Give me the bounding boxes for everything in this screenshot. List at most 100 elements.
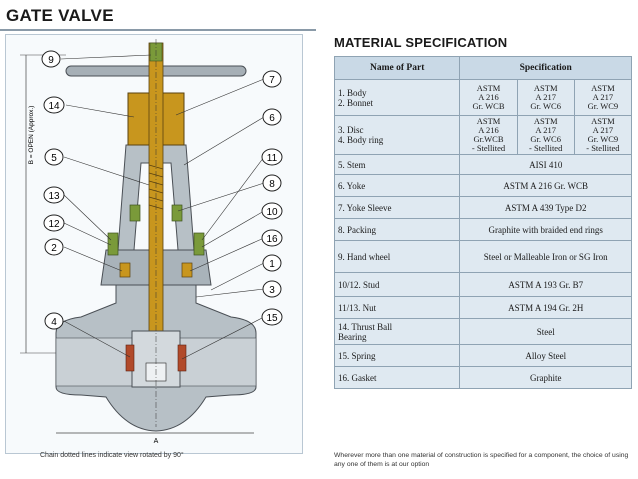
spec-line: Gr. WC6 [530,134,561,144]
spec-line: A 216 [478,125,499,135]
table-row: 11/13. Nut ASTM A 194 Gr. 2H [333,296,632,319]
part-name-cell: 8. Packing [333,218,461,241]
bonnet-stud-left [107,232,119,256]
callout-1: 1 [262,254,282,272]
spec-cell: ASTM A 439 Type D2 [459,196,632,219]
spec-line: ASTM [533,83,558,93]
spec-line: A 216 [478,92,499,102]
part-name-line: 7. Yoke Sleeve [338,202,392,213]
drawing-footnote: Chain dotted lines indicate view rotated… [40,452,184,459]
callout-6: 6 [262,108,282,126]
svg-text:6: 6 [269,113,275,124]
table-row: 7. Yoke Sleeve ASTM A 439 Type D2 [333,196,632,219]
callout-12: 12 [43,214,65,232]
gasket-right [181,262,193,278]
gasket-left [119,262,131,278]
spec-title: MATERIAL SPECIFICATION [334,35,508,50]
spec-cell: Graphite with braided end rings [459,218,632,241]
part-name-line: 1. Body [338,87,367,98]
svg-text:2: 2 [51,243,57,254]
spec-line: A 217 [535,92,556,102]
part-name-cell: 9. Hand wheel [333,240,461,273]
part-name-line: 6. Yoke [338,180,366,191]
part-name-line: 15. Spring [338,350,376,361]
dimension-label-a: A [154,438,159,445]
part-name-line: 11/13. Nut [338,302,377,313]
spec-cell: Graphite [459,366,632,389]
part-name-cell: 7. Yoke Sleeve [333,196,461,219]
yoke-stud-right [171,204,183,222]
spec-line: A 217 [592,125,614,135]
page-title: GATE VALVE [6,6,114,25]
svg-text:1: 1 [269,259,275,270]
part-name-cell: 15. Spring [333,344,461,367]
title-divider [0,29,316,31]
svg-text:15: 15 [266,313,278,324]
callout-5: 5 [44,148,64,166]
part-name-line: 5. Stem [338,159,366,170]
svg-text:4: 4 [51,317,57,328]
body-ring-right [177,344,187,372]
table-header-row: Name of Part Specification [333,56,632,80]
spec-cell: Steel [459,318,632,345]
svg-text:14: 14 [48,101,60,112]
svg-text:11: 11 [267,153,278,164]
yoke-stud-left [129,204,141,222]
callout-8: 8 [262,174,282,192]
spec-line: ASTM [591,116,615,126]
spec-line: ASTM [476,83,501,93]
svg-text:13: 13 [48,191,60,202]
part-name-cell: 16. Gasket [333,366,461,389]
valve-drawing-frame: B = OPEN (Approx.) A [5,34,303,454]
callout-16: 16 [261,229,283,247]
material-footnote: Wherever more than one material of const… [334,452,629,468]
table-row: 16. Gasket Graphite [333,366,632,389]
table-row: 6. Yoke ASTM A 216 Gr. WCB [333,174,632,197]
callout-2: 2 [44,238,64,256]
callout-15: 15 [261,308,283,326]
spec-cell: ASTM A 193 Gr. B7 [459,272,632,297]
svg-text:3: 3 [269,285,275,296]
spec-cell: Steel or Malleable Iron or SG Iron [459,240,632,273]
spec-line: Gr. WC6 [530,101,561,111]
spec-cell: ASTM A 216 Gr. WCB [459,174,632,197]
spec-cell: ASTM A 194 Gr. 2H [459,296,632,319]
spec-line: - Stellited [586,143,620,153]
part-name-cell: 5. Stem [333,154,461,175]
spec-line: - Stellited [529,143,563,153]
spec-line: A 217 [592,92,614,102]
part-name-cell: 10/12. Stud [333,272,461,297]
callout-13: 13 [43,186,65,204]
svg-text:9: 9 [48,55,54,66]
callout-4: 4 [44,312,64,330]
part-name-line: Bearing [338,331,367,342]
table-row: 10/12. Stud ASTM A 193 Gr. B7 [333,272,632,297]
part-name-cell: 6. Yoke [333,174,461,197]
callouts-left: 9 14 5 13 12 2 4 [41,50,65,330]
spec-line: A 217 [535,125,556,135]
spec-line: Gr. WC9 [587,101,619,111]
svg-text:12: 12 [48,219,60,230]
callout-leaders [60,54,265,360]
part-name-cell: 14. Thrust Ball Bearing [333,318,461,345]
part-name-line: 16. Gasket [338,372,377,383]
svg-text:10: 10 [266,207,278,218]
svg-text:5: 5 [51,153,57,164]
svg-text:16: 16 [266,234,278,245]
part-name-cell: 11/13. Nut [333,296,461,319]
part-name-line: 10/12. Stud [338,279,380,290]
spec-line: ASTM [591,83,615,93]
part-name-line: 3. Disc [338,125,364,135]
spec-line: Gr. WC9 [587,134,619,144]
